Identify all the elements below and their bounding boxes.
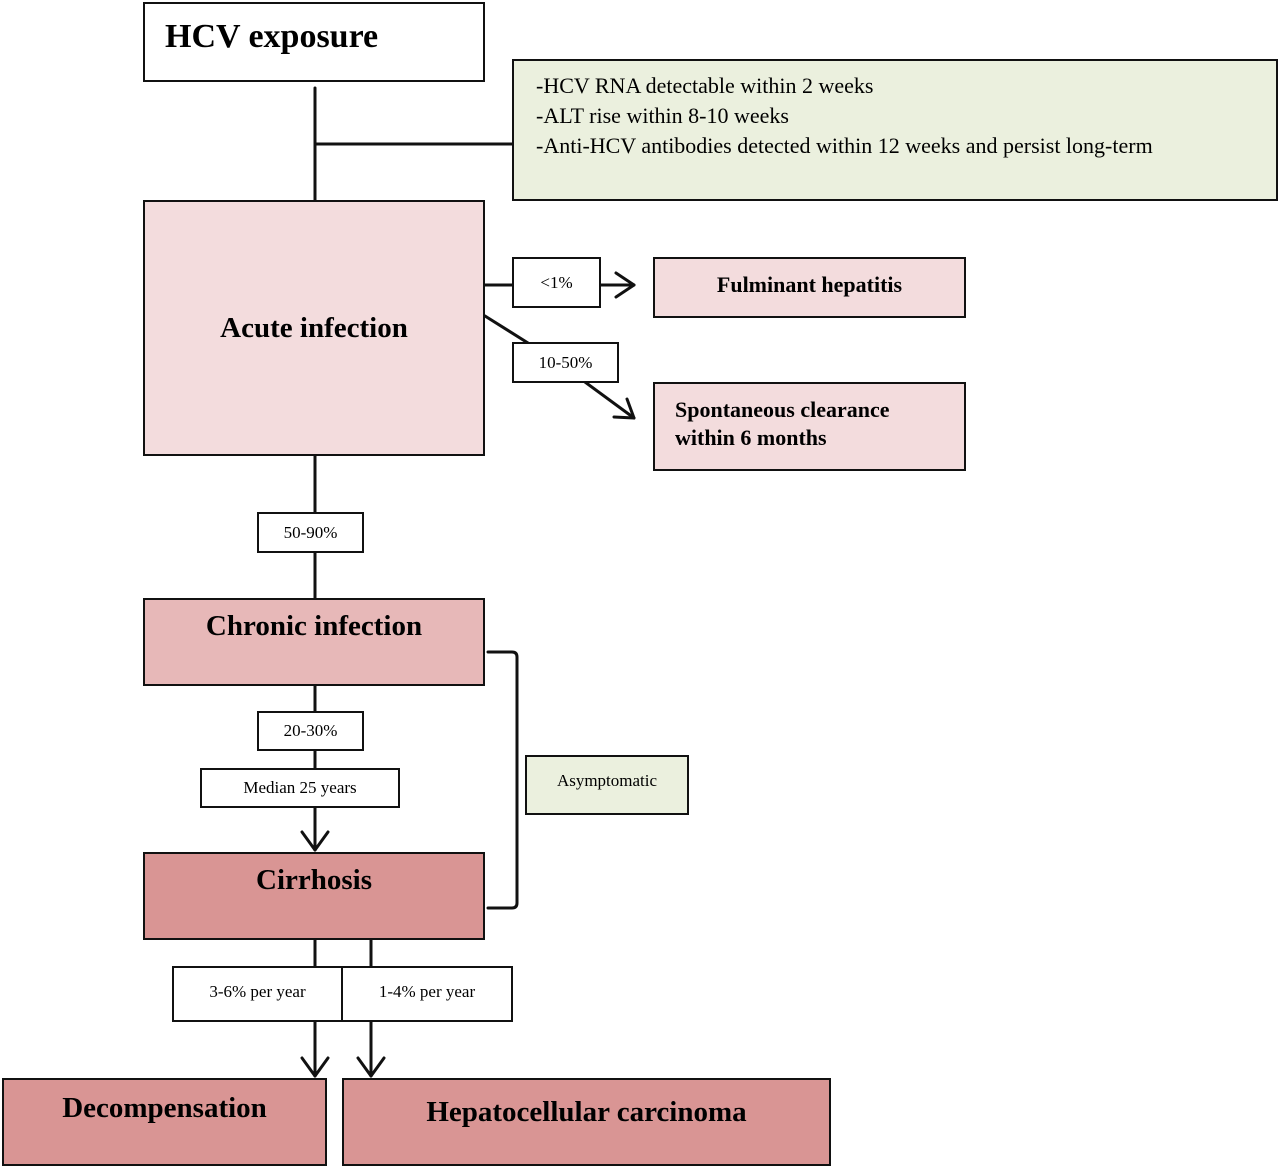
node-decompensation: Decompensation: [2, 1078, 327, 1166]
node-cirrhosis-label: Cirrhosis: [256, 864, 372, 896]
rate-label-fulminant-text: <1%: [540, 273, 573, 292]
node-spontaneous-clearance-line1: Spontaneous clearance: [675, 397, 890, 422]
node-chronic-infection-label: Chronic infection: [205, 610, 423, 642]
rate-label-hcc-text: 1-4% per year: [378, 982, 476, 1001]
time-label-cirrhosis-text: Median 25 years: [243, 778, 357, 797]
node-hepatocellular-carcinoma-label: Hepatocellular carcinoma: [426, 1096, 747, 1128]
note-asymptomatic-text: Asymptomatic: [556, 771, 658, 790]
rate-label-chronic-text: 50-90%: [283, 522, 338, 542]
rate-label-decompensation-text: 3-6% per year: [209, 982, 306, 1001]
node-hcv-exposure: HCV exposure: [143, 2, 485, 82]
node-spontaneous-clearance: Spontaneous clearance within 6 months: [653, 382, 966, 471]
node-hepatocellular-carcinoma: Hepatocellular carcinoma: [342, 1078, 831, 1166]
node-chronic-infection: Chronic infection: [143, 598, 485, 686]
node-cirrhosis: Cirrhosis: [143, 852, 485, 940]
info-line-antibodies: -Anti-HCV antibodies detected within 12 …: [536, 133, 1153, 158]
rate-label-hcc: 1-4% per year: [341, 966, 513, 1022]
rate-label-fulminant: <1%: [512, 257, 601, 308]
rate-label-clearance-text: 10-50%: [538, 352, 593, 372]
rate-label-cirrhosis: 20-30%: [257, 711, 364, 751]
node-acute-infection-label: Acute infection: [220, 311, 408, 344]
time-label-cirrhosis: Median 25 years: [200, 768, 400, 808]
node-hcv-exposure-label: HCV exposure: [165, 18, 379, 55]
info-line-alt: -ALT rise within 8-10 weeks: [536, 103, 789, 128]
node-decompensation-label: Decompensation: [62, 1092, 267, 1124]
note-asymptomatic: Asymptomatic: [525, 755, 689, 815]
node-spontaneous-clearance-line2: within 6 months: [675, 425, 827, 450]
info-box-serology: -HCV RNA detectable within 2 weeks -ALT …: [512, 59, 1278, 201]
info-line-rna: -HCV RNA detectable within 2 weeks: [536, 73, 874, 98]
node-fulminant-hepatitis-label: Fulminant hepatitis: [716, 272, 903, 297]
node-fulminant-hepatitis: Fulminant hepatitis: [653, 257, 966, 318]
rate-label-decompensation: 3-6% per year: [172, 966, 343, 1022]
rate-label-chronic: 50-90%: [257, 512, 364, 553]
rate-label-cirrhosis-text: 20-30%: [283, 721, 338, 740]
rate-label-clearance: 10-50%: [512, 342, 619, 383]
node-acute-infection: Acute infection: [143, 200, 485, 456]
